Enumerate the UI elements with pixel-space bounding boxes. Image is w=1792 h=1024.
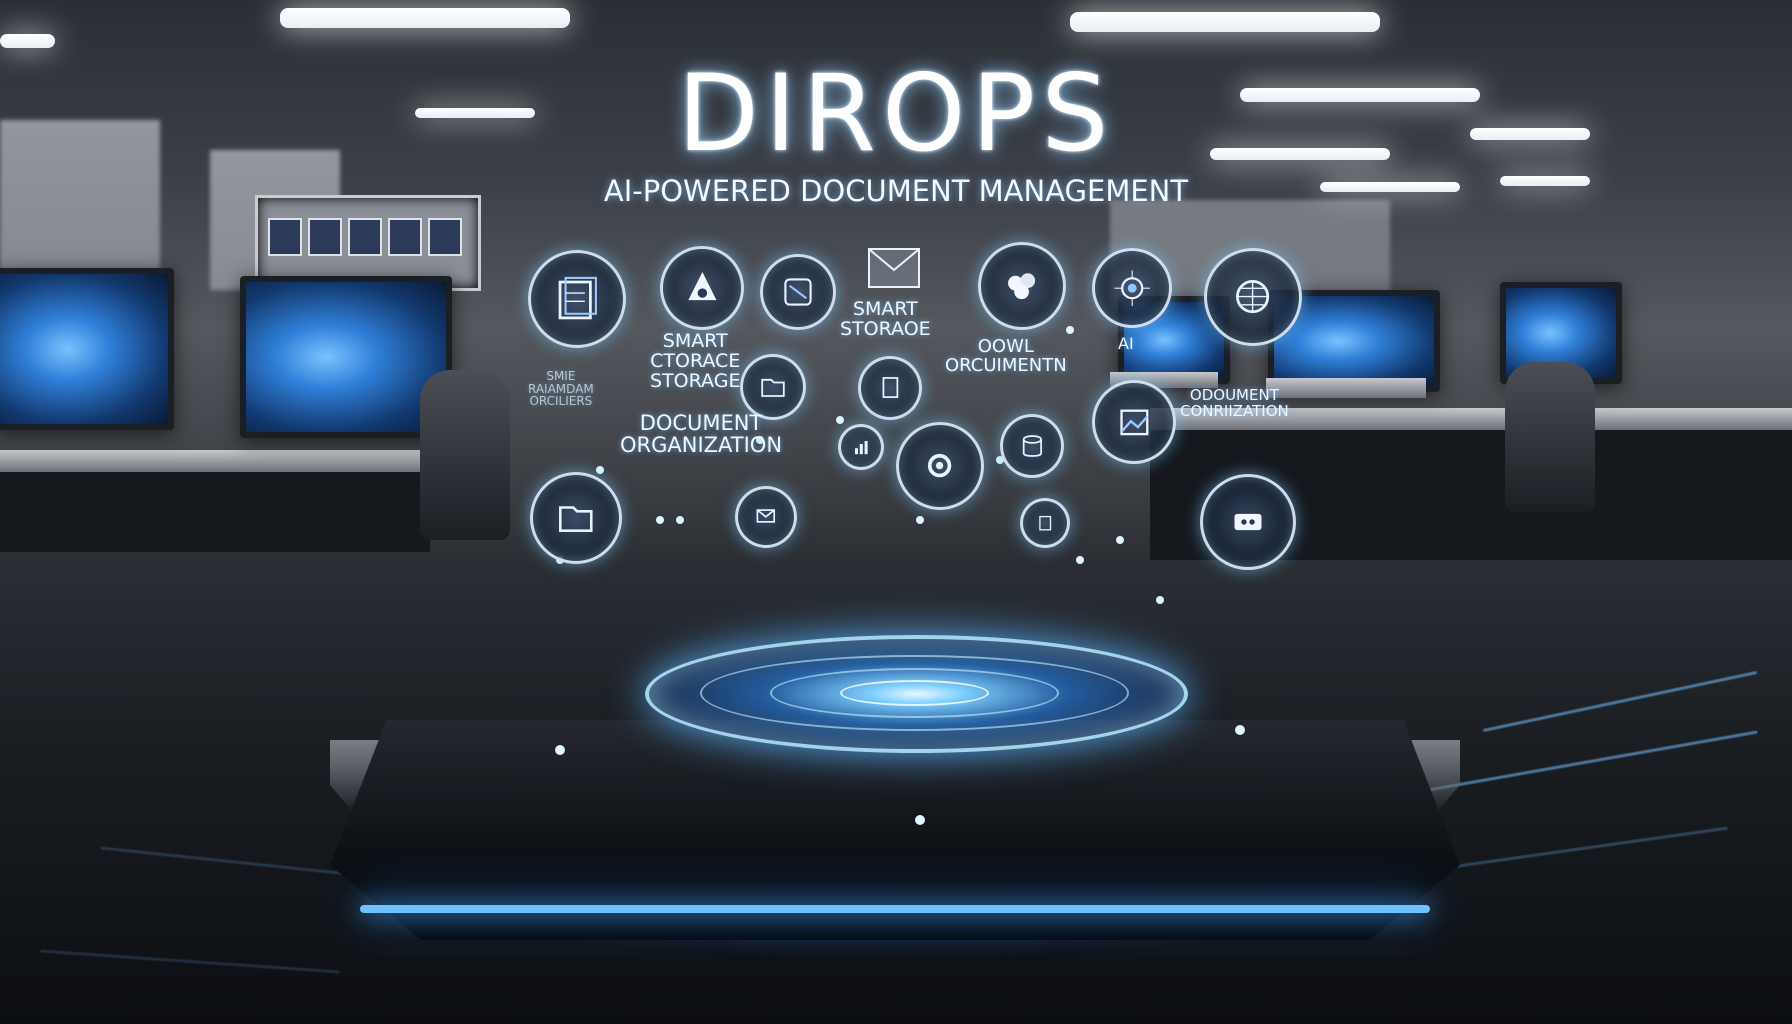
grid-globe-icon [1204, 248, 1302, 346]
mail-icon [735, 486, 797, 548]
bookshelf [255, 195, 481, 291]
platform-ring [700, 655, 1129, 731]
ceiling-light [1070, 12, 1380, 32]
label-smart-storage-left: SMART CTORACE STORAGE [650, 330, 741, 392]
ceiling-light [280, 8, 570, 28]
office-chair [1505, 362, 1595, 512]
back-desk [1150, 408, 1792, 430]
database-icon [1000, 414, 1064, 478]
label-document-right: ODOUMENT CONRIIZATION [1180, 386, 1289, 420]
ceiling-light [1470, 128, 1590, 140]
ceiling-light [1240, 88, 1480, 102]
file-icon [1020, 498, 1070, 548]
back-desk [0, 450, 430, 472]
keyboard-icon [1200, 474, 1296, 570]
hologram-device [330, 720, 1460, 940]
platform-ring [840, 680, 989, 706]
ceiling-light [1500, 176, 1590, 186]
label-smart-storage-center: SMART STORAOE [840, 298, 931, 340]
file-icon [858, 356, 922, 420]
ceiling-light [1210, 148, 1390, 160]
device-rim-light [360, 905, 1430, 913]
folder-icon [740, 354, 806, 420]
gear-icon [896, 422, 984, 510]
envelope-icon [868, 248, 920, 288]
label-ai: AI [1118, 334, 1134, 353]
ceiling-light [0, 34, 55, 48]
cloud-cluster-icon [978, 242, 1066, 330]
monitor [0, 268, 174, 430]
label-document-organization: DOCUMENT ORGANIZATION [620, 411, 783, 458]
monitor [240, 276, 452, 438]
label-faint-left: SMIE RAIAMDAM ORCILIERS [528, 369, 594, 409]
shelf-cell [268, 218, 302, 256]
office-chair [420, 370, 510, 540]
security-bell-icon [660, 246, 744, 330]
folder-icon [530, 472, 622, 564]
label-document-center: OOWL ORCUIMENTN [945, 336, 1067, 376]
shelf-cell [348, 218, 382, 256]
brand-tagline: AI-POWERED DOCUMENT MANAGEMENT [603, 174, 1189, 208]
ceiling-light [415, 108, 535, 118]
back-desk-body [0, 472, 430, 552]
back-window [0, 120, 160, 270]
scanner-icon [760, 254, 836, 330]
ceiling-light [1320, 182, 1460, 192]
image-icon [1092, 380, 1176, 464]
platform-ring [770, 668, 1059, 718]
shelf-cell [428, 218, 462, 256]
document-stack-icon [528, 250, 626, 348]
shelf-cell [308, 218, 342, 256]
brand-title: DIROPS [677, 52, 1115, 175]
chart-icon [838, 424, 884, 470]
shelf-cell [388, 218, 422, 256]
monitor-stand [1266, 378, 1426, 398]
brain-chip-icon [1092, 248, 1172, 328]
